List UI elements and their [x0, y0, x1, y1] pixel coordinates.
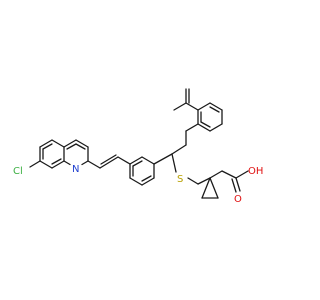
carbonyl-oxygen-atom-label: O — [234, 194, 242, 205]
bond-lines — [29, 88, 249, 199]
chlorine-atom-label: Cl — [13, 166, 23, 177]
atom-labels: Cl N S O OH — [13, 164, 263, 205]
nitrogen-atom-label: N — [72, 164, 79, 175]
molecule-structure-diagram: Cl N S O OH — [13, 88, 263, 205]
sulfur-atom-label: S — [177, 174, 183, 185]
hydroxyl-group-label: OH — [248, 166, 263, 177]
